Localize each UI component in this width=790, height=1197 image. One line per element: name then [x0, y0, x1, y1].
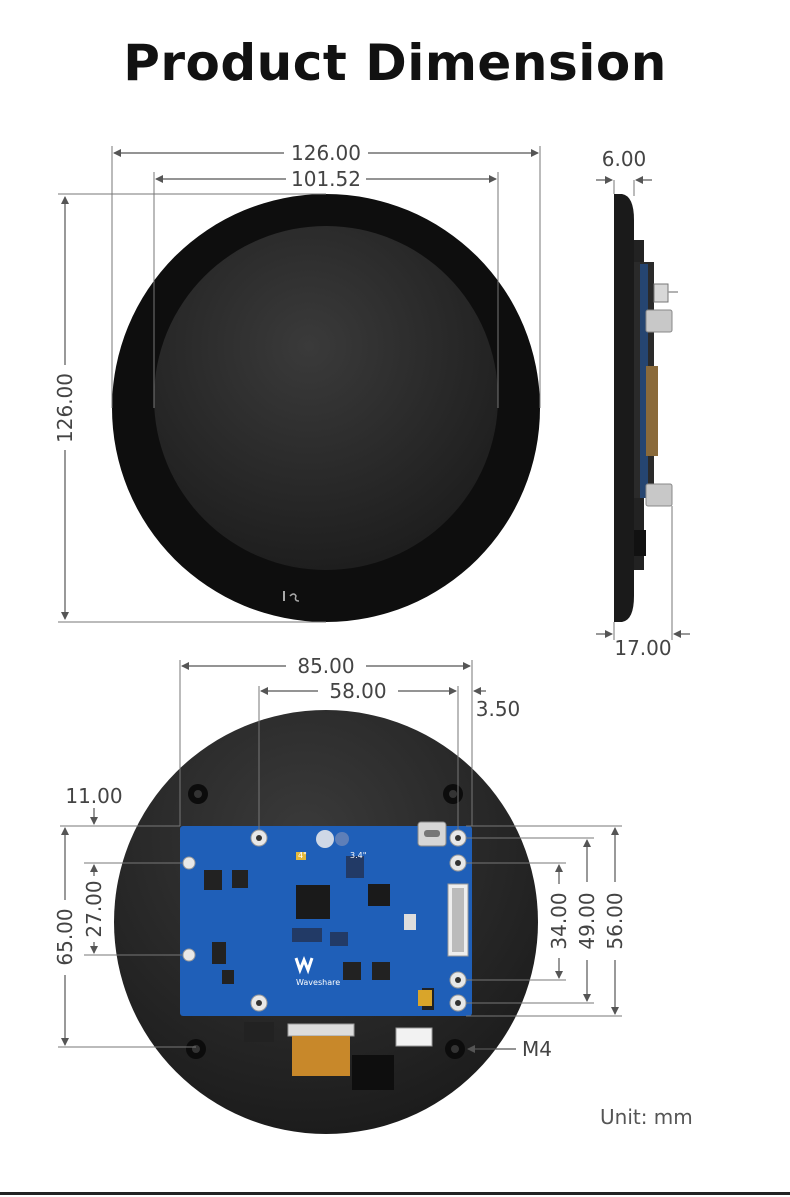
front-display-area	[154, 226, 498, 570]
front-height-label: 126.00	[53, 373, 77, 443]
pcb-hole	[182, 948, 196, 962]
flex-cable	[292, 1036, 350, 1076]
front-display-width-label: 101.52	[291, 167, 361, 191]
switch-label-4: 4"	[298, 851, 307, 860]
side-bezel	[614, 194, 634, 622]
pcb-chip	[368, 884, 390, 906]
page-title: Product Dimension	[123, 34, 667, 92]
screw-size-label: M4	[522, 1037, 552, 1061]
back-hole-span-label: 85.00	[297, 654, 354, 678]
bottom-connector	[395, 1027, 433, 1047]
back-view: Waveshare 4" 3.4" 85.00 58.00 3.50 11.00…	[53, 654, 627, 1134]
bottom-divider	[0, 1192, 790, 1195]
housing-hole	[443, 784, 463, 804]
housing-hole	[186, 1039, 206, 1059]
pcb-board	[180, 826, 472, 1016]
back-row-height-label: 65.00	[53, 908, 77, 965]
switch-label-34: 3.4"	[350, 851, 366, 860]
pcb-hole	[182, 856, 196, 870]
side-depth-label: 17.00	[614, 636, 671, 660]
side-view: 6.00 17.00	[596, 147, 690, 660]
back-right-pitch-c-label: 56.00	[603, 892, 627, 949]
front-view: 126.00 101.52 126.00	[53, 141, 541, 623]
pcb-chip	[296, 885, 330, 919]
back-right-pitch-b-label: 49.00	[575, 892, 599, 949]
side-thickness-label: 6.00	[602, 147, 647, 171]
front-width-label: 126.00	[291, 141, 361, 165]
back-left-pitch-label: 27.00	[82, 880, 106, 937]
brand-label: Waveshare	[296, 978, 340, 987]
back-board-hole-span-label: 58.00	[329, 679, 386, 703]
waveshare-logo-icon	[294, 955, 314, 975]
back-hole-offset-label: 3.50	[476, 697, 521, 721]
unit-label: Unit: mm	[600, 1105, 693, 1129]
housing-hole	[445, 1039, 465, 1059]
back-right-pitch-a-label: 34.00	[547, 892, 571, 949]
front-logo-mark	[283, 591, 285, 601]
housing-hole	[188, 784, 208, 804]
back-top-offset-label: 11.00	[65, 784, 122, 808]
